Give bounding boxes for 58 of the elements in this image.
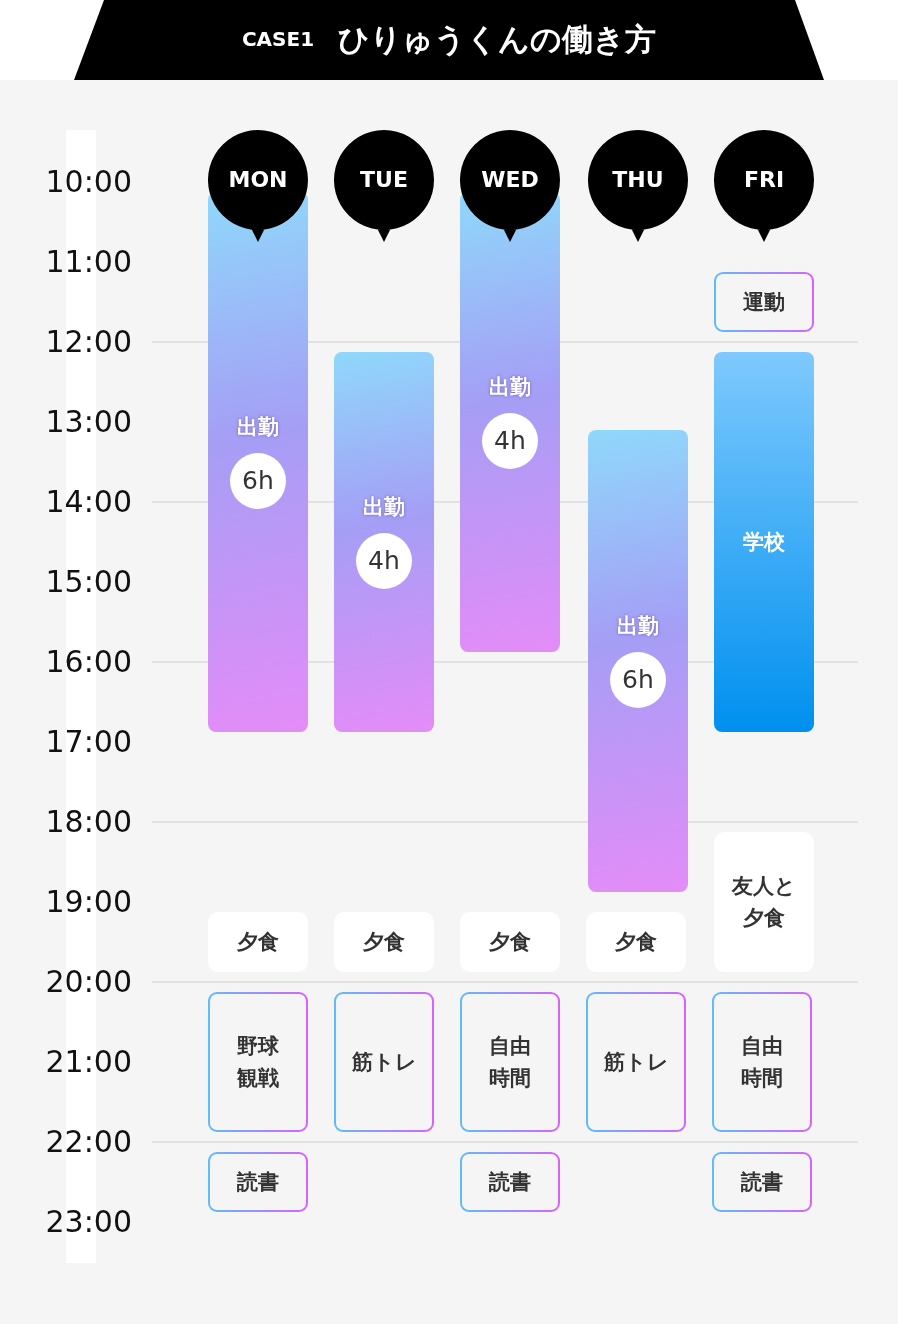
duration-label: 6h [242, 467, 274, 495]
activity-label: 夕食 [237, 929, 279, 956]
work-bar [588, 430, 688, 892]
work-bar [460, 192, 560, 652]
bar-label: 出勤 [237, 415, 279, 439]
activity-box [334, 992, 434, 1132]
activity-box [586, 992, 686, 1132]
activity-label: 友人と夕食 [731, 873, 797, 932]
activity-label: 自由時間 [740, 1033, 784, 1092]
duration-label: 4h [494, 427, 526, 455]
activity-label: 夕食 [489, 929, 531, 956]
work-bar [208, 192, 308, 732]
time-label: 13:00 [45, 404, 132, 440]
activity-label: 夕食 [615, 929, 657, 956]
bar-label: 出勤 [489, 375, 531, 399]
time-label: 12:00 [45, 324, 132, 360]
activity-label: 読書 [741, 1169, 783, 1196]
activity-box [712, 992, 812, 1132]
activity-label: 自由時間 [488, 1033, 532, 1092]
activity-label: 筋トレ [603, 1049, 669, 1076]
case-label: CASE1 [241, 27, 315, 51]
school-bar [714, 352, 814, 732]
day-label: TUE [360, 167, 408, 193]
duration-circle [230, 453, 286, 509]
day-label: FRI [743, 167, 785, 193]
day-label: THU [612, 167, 664, 193]
activity-label: 筋トレ [351, 1049, 417, 1076]
title-text: ひりゅうくんの働き方 [338, 20, 657, 58]
time-label: 17:00 [45, 724, 132, 760]
time-label: 18:00 [45, 804, 132, 840]
day-label: WED [481, 167, 539, 193]
time-label: 15:00 [45, 564, 132, 600]
duration-label: 6h [622, 666, 654, 694]
time-label: 23:00 [45, 1204, 132, 1240]
time-label: 11:00 [45, 244, 132, 280]
duration-circle [610, 652, 666, 708]
bar-label: 学校 [743, 530, 785, 554]
activity-label: 野球観戦 [236, 1033, 280, 1092]
duration-label: 4h [368, 547, 400, 575]
time-label: 16:00 [45, 644, 132, 680]
bar-label: 出勤 [363, 495, 405, 519]
activity-box [460, 992, 560, 1132]
work-bar [334, 352, 434, 732]
time-label: 20:00 [45, 964, 132, 1000]
activity-label: 運動 [743, 289, 785, 316]
time-label: 10:00 [45, 164, 132, 200]
bar-label: 出勤 [617, 614, 659, 638]
activity-label: 読書 [489, 1169, 531, 1196]
day-label: MON [228, 167, 288, 193]
time-label: 14:00 [45, 484, 132, 520]
activity-label: 夕食 [363, 929, 405, 956]
duration-circle [482, 413, 538, 469]
time-label: 21:00 [45, 1044, 132, 1080]
activity-box [208, 992, 308, 1132]
time-label: 22:00 [45, 1124, 132, 1160]
duration-circle [356, 533, 412, 589]
time-label: 19:00 [45, 884, 132, 920]
activity-label: 読書 [237, 1169, 279, 1196]
